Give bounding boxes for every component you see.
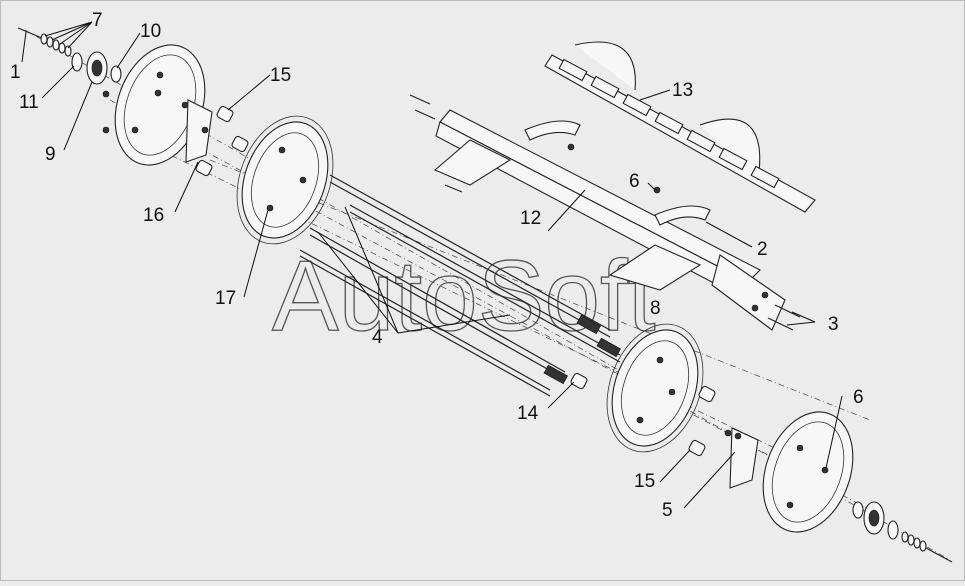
leader-lines — [21, 21, 843, 509]
watermark-text: AutoSoft — [272, 240, 656, 352]
left-fasteners — [17, 27, 122, 134]
right-end-disc — [762, 411, 854, 533]
tie-rods — [299, 174, 621, 397]
callout-2: 2 — [757, 239, 768, 260]
left-bracket — [185, 99, 249, 177]
callout-5: 5 — [662, 500, 673, 521]
callout-labels: 1 2 3 4 5 6 6 7 8 9 10 11 12 13 14 15 15… — [10, 10, 864, 521]
left-toothed-wheel — [236, 115, 334, 245]
callout-14: 14 — [517, 403, 539, 424]
callout-17: 17 — [215, 288, 236, 309]
callout-12: 12 — [520, 208, 541, 229]
callout-6-upper: 6 — [629, 171, 640, 192]
right-bracket — [724, 427, 759, 489]
callout-7: 7 — [92, 10, 103, 31]
callout-4: 4 — [372, 327, 383, 348]
callout-10: 10 — [140, 21, 161, 42]
callout-1: 1 — [10, 62, 21, 83]
callout-3: 3 — [828, 314, 839, 335]
callout-9: 9 — [45, 144, 56, 165]
callout-15-lower: 15 — [634, 471, 655, 492]
callout-8: 8 — [650, 298, 661, 319]
callout-16: 16 — [143, 205, 164, 226]
right-fasteners — [852, 501, 953, 563]
right-toothed-wheel — [570, 323, 716, 457]
main-frame-beam — [409, 94, 801, 331]
tine-bar — [524, 41, 816, 226]
callout-13: 13 — [672, 80, 693, 101]
callout-11: 11 — [19, 92, 39, 113]
callout-15-upper: 15 — [270, 65, 291, 86]
callout-6-lower: 6 — [853, 387, 864, 408]
